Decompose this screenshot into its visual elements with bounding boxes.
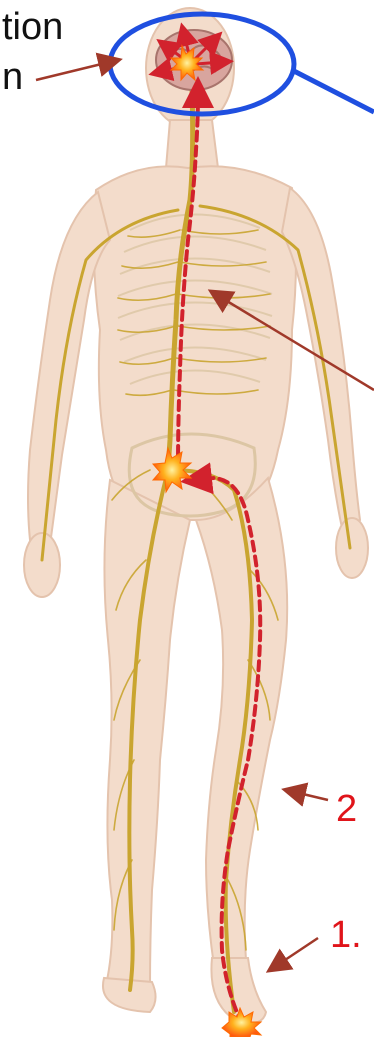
label-step-2: 2 bbox=[336, 790, 357, 828]
pointer-to-leg-nerve bbox=[286, 790, 328, 800]
label-top-line1: tion bbox=[2, 8, 63, 46]
pointer-to-foot bbox=[270, 938, 318, 970]
torso bbox=[94, 166, 296, 520]
left-hand bbox=[24, 533, 60, 597]
left-arm bbox=[28, 192, 110, 545]
label-top-line2: n bbox=[2, 58, 23, 96]
right-hand bbox=[336, 518, 368, 578]
zoom-connector-line bbox=[292, 70, 374, 112]
left-leg bbox=[104, 480, 190, 988]
pointer-to-brain bbox=[36, 60, 118, 80]
right-leg bbox=[196, 478, 287, 966]
label-step-1: 1. bbox=[330, 916, 362, 954]
